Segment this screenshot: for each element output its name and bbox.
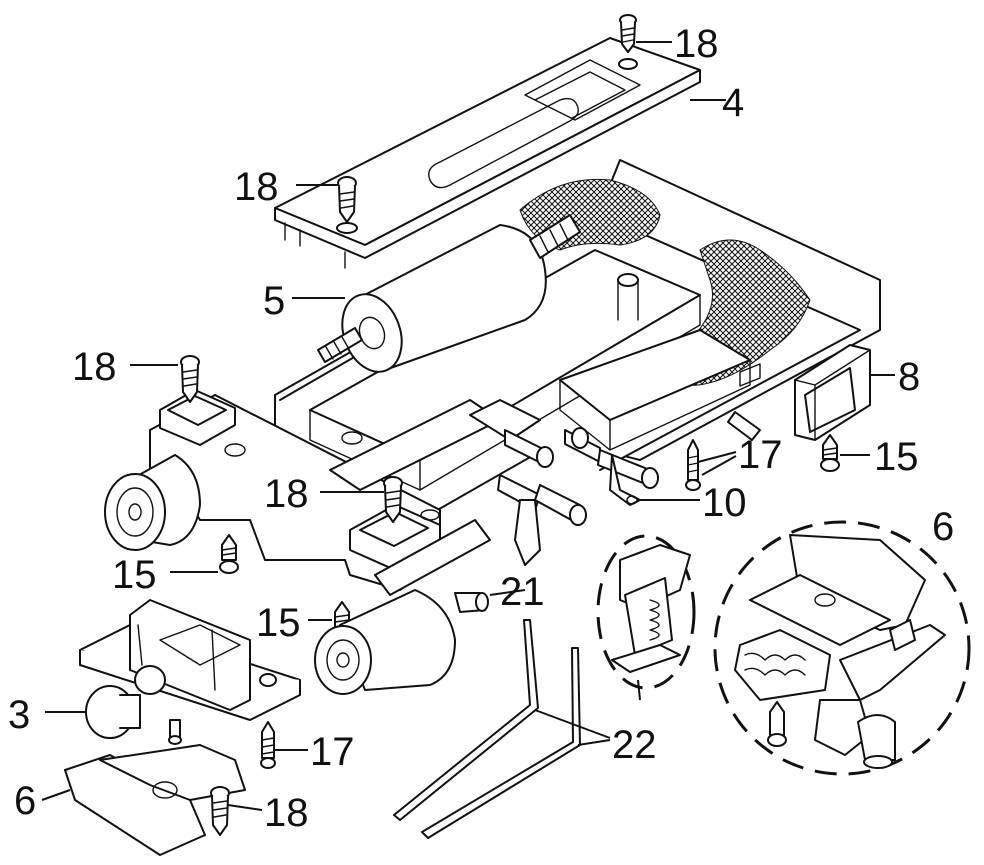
callout-6-left: 6 xyxy=(14,779,36,823)
leader-lines xyxy=(41,41,895,811)
screw-17-lower xyxy=(260,721,276,769)
callout-18-bottom: 18 xyxy=(264,791,309,835)
top-cover-plate xyxy=(274,37,701,269)
callout-3: 3 xyxy=(8,693,30,737)
callout-18-top-right: 18 xyxy=(674,22,719,66)
callout-15-left: 15 xyxy=(112,553,157,597)
left-truck xyxy=(149,389,541,596)
spring-detail xyxy=(596,534,696,690)
motor xyxy=(317,214,581,373)
screw-18-truck-left xyxy=(180,355,200,403)
screw-15-c xyxy=(820,434,840,472)
callout-18-truck-left: 18 xyxy=(72,345,117,389)
callout-5: 5 xyxy=(263,279,285,323)
callout-17-lower: 17 xyxy=(310,730,355,774)
callout-8: 8 xyxy=(898,355,920,399)
callout-10: 10 xyxy=(702,481,747,525)
coupler-detail-right xyxy=(713,520,971,776)
screw-17-chassis xyxy=(685,439,701,491)
callout-18-cover: 18 xyxy=(234,165,279,209)
wire-rods xyxy=(393,619,581,839)
left-wheel xyxy=(104,454,201,551)
callout-15-middle: 15 xyxy=(256,601,301,645)
screw-15-a xyxy=(219,534,239,574)
screw-18-cover xyxy=(336,176,358,234)
right-wheel xyxy=(314,589,489,695)
screw-18-truck-right xyxy=(383,476,403,523)
callout-17-chassis: 17 xyxy=(738,433,783,477)
callout-15-right: 15 xyxy=(874,435,919,479)
coupler-shoe-left xyxy=(64,744,246,856)
screw-18-top-right xyxy=(618,14,638,70)
lower-assembly xyxy=(79,599,301,745)
chassis-frame xyxy=(274,159,881,561)
callout-4: 4 xyxy=(722,81,744,125)
coupler-bracket xyxy=(794,344,871,441)
callout-21: 21 xyxy=(500,570,545,614)
callout-labels: 18 4 18 5 18 8 17 15 18 10 6 15 21 15 3 … xyxy=(8,22,954,835)
pins-group xyxy=(497,411,761,566)
callout-18-truck-right: 18 xyxy=(264,472,309,516)
callout-22: 22 xyxy=(612,723,657,767)
screw-18-bottom xyxy=(210,786,230,836)
callout-6-right: 6 xyxy=(932,505,954,549)
